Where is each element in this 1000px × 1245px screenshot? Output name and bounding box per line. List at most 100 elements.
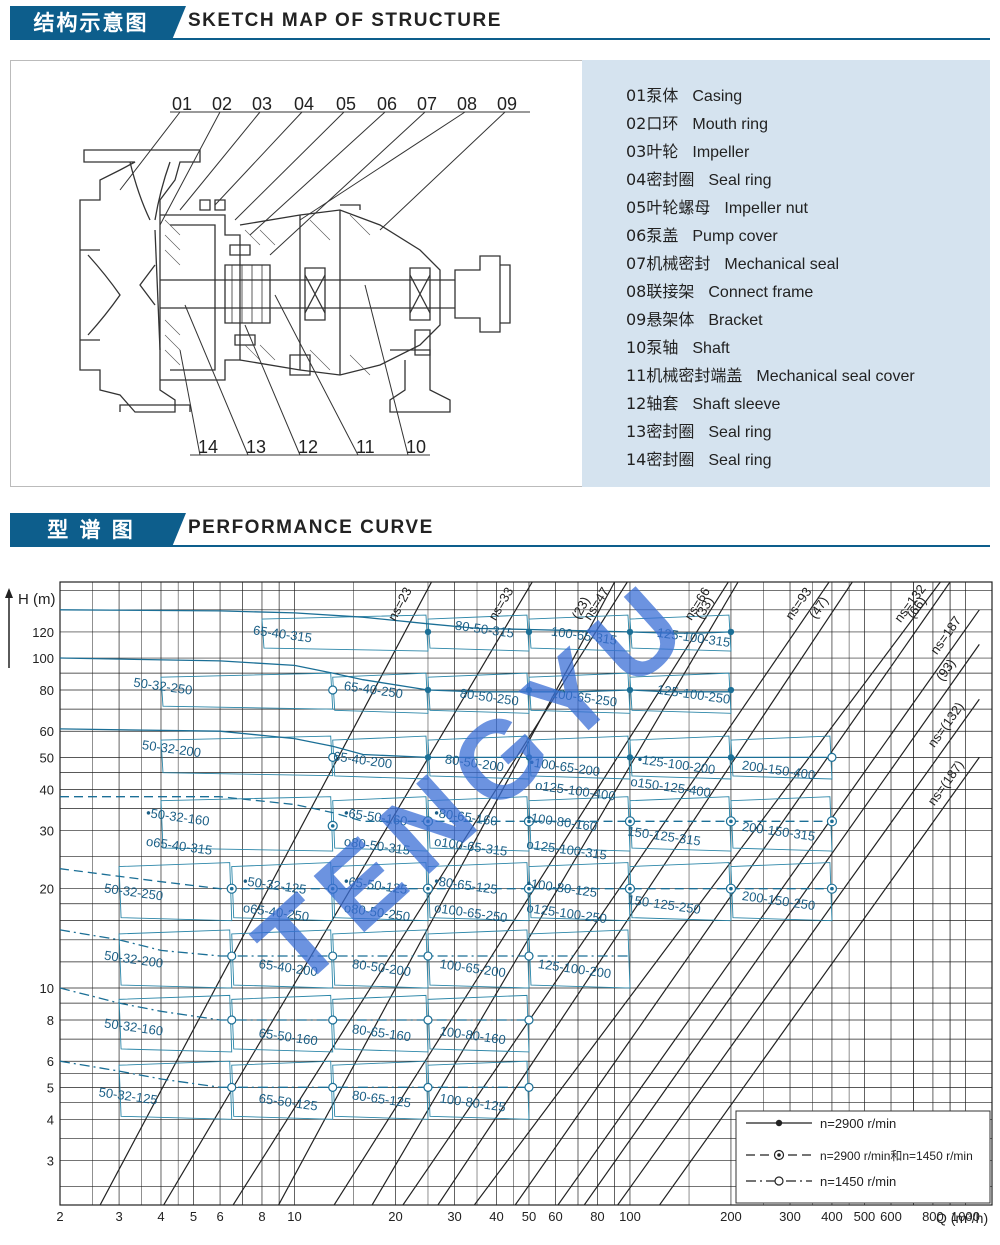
- marker-hollow: [227, 951, 237, 961]
- marker-bullseye-dot: [729, 886, 733, 891]
- legend-label-2900: n=2900 r/min: [820, 1116, 896, 1131]
- model-label: 200-150-400: [741, 757, 816, 782]
- ns-line: [277, 582, 616, 1205]
- section-title-cn: 型 谱 图: [10, 513, 186, 547]
- head-curve: [60, 929, 630, 957]
- ns-line: [616, 698, 980, 1205]
- marker-filled: [424, 628, 432, 636]
- model-label: 80-50-315: [454, 618, 515, 641]
- marker-filled: [424, 686, 432, 694]
- marker-hollow: [524, 1082, 534, 1092]
- model-label: •125-100-200: [637, 751, 717, 777]
- x-tick-label: 500: [854, 1209, 876, 1224]
- label-05: 05: [336, 94, 357, 114]
- model-range-box: [332, 735, 429, 780]
- model-range-box: [427, 994, 530, 1053]
- x-tick-label: 5: [190, 1209, 197, 1224]
- model-range-box: [118, 994, 233, 1053]
- marker-hollow: [328, 1082, 338, 1092]
- marker-hollow: [328, 685, 338, 695]
- marker-bullseye-dot: [229, 886, 234, 891]
- label-14: 14: [198, 437, 219, 457]
- model-range-box: [231, 1060, 334, 1120]
- shaft-outline: [160, 279, 455, 309]
- model-range-box: [332, 929, 429, 989]
- label-01: 01: [172, 94, 193, 114]
- x-tick-label: 300: [779, 1209, 801, 1224]
- ns-line: [473, 582, 942, 1205]
- model-range-box: [231, 862, 334, 922]
- x-tick-label: 400: [821, 1209, 843, 1224]
- casing-outline: [79, 149, 201, 413]
- label-09: 09: [497, 94, 518, 114]
- label-10: 10: [406, 437, 427, 457]
- model-label: 65-40-200: [332, 748, 393, 771]
- model-label: 65-40-315: [252, 622, 313, 645]
- marker-filled: [525, 754, 533, 761]
- y-tick-label: 60: [40, 724, 54, 739]
- model-range-box: [261, 614, 429, 652]
- model-label: 65-50-125: [258, 1091, 319, 1114]
- legend-label-both: n=2900 r/min和n=1450 r/min: [820, 1149, 973, 1163]
- model-label: o65-40-315: [145, 834, 213, 858]
- head-curve: [60, 657, 731, 693]
- model-range-box: [332, 672, 429, 714]
- model-range-box: [528, 862, 631, 922]
- marker-bullseye-dot: [830, 819, 834, 824]
- model-label: 80-65-125: [351, 1087, 412, 1110]
- model-range-box: [528, 929, 631, 989]
- section-title-en: PERFORMANCE CURVE: [188, 517, 434, 538]
- y-tick-label: 20: [40, 882, 54, 897]
- model-range-box: [332, 1060, 429, 1120]
- model-range-box: [427, 862, 530, 922]
- label-04: 04: [294, 94, 315, 114]
- y-tick-label: 80: [40, 683, 54, 698]
- model-label: 150-125-315: [627, 824, 702, 849]
- model-range-box: [332, 862, 429, 922]
- marker-bullseye-dot: [330, 824, 335, 828]
- bracket-outline: [239, 209, 441, 376]
- label-11: 11: [356, 437, 375, 457]
- section-title-en: SKETCH MAP OF STRUCTURE: [188, 10, 502, 31]
- model-range-box: [160, 735, 334, 777]
- model-range-box: [528, 796, 631, 852]
- model-label: o125-100-315: [526, 836, 608, 862]
- model-range-box: [332, 994, 429, 1053]
- model-label: 50-32-160: [103, 1015, 164, 1038]
- marker-filled: [626, 754, 634, 761]
- x-tick-label: 6: [216, 1209, 223, 1224]
- header-rule: [172, 545, 990, 547]
- y-tick-label: 50: [40, 750, 54, 765]
- y-tick-label: 5: [47, 1080, 54, 1095]
- section-title-cn: 结构示意图: [10, 6, 186, 40]
- ns-line: [437, 582, 853, 1205]
- marker-bullseye-dot: [628, 819, 632, 824]
- ns-line: [557, 609, 980, 1205]
- model-label: 65-50-160: [258, 1025, 319, 1048]
- x-tick-label: 3: [115, 1209, 122, 1224]
- label-13: 13: [246, 437, 267, 457]
- label-07: 07: [417, 94, 438, 114]
- x-tick-label: 20: [388, 1209, 402, 1224]
- marker-bullseye-dot: [426, 886, 430, 891]
- pump-cover-outline: [160, 214, 241, 381]
- ns-line: [99, 582, 433, 1205]
- ns-line: [162, 582, 533, 1205]
- x-tick-label: 200: [720, 1209, 742, 1224]
- model-label: 200-150-315: [741, 819, 816, 844]
- x-tick-label: 8: [258, 1209, 265, 1224]
- model-range-box: [427, 1060, 530, 1120]
- header-rule: [172, 38, 990, 40]
- marker-hollow: [524, 1015, 534, 1025]
- label-02: 02: [212, 94, 233, 114]
